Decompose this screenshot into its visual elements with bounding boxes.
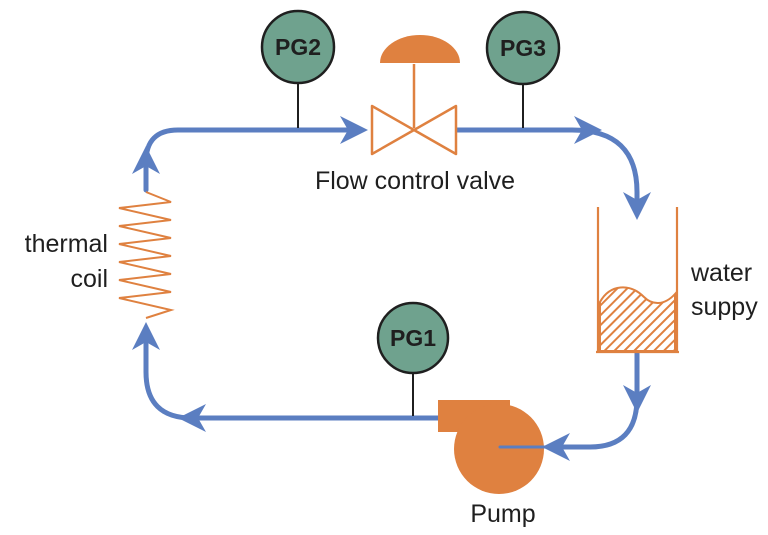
tank-liquid-fill <box>599 286 676 352</box>
flow-arrow-right-into-valve-icon <box>340 116 368 144</box>
pump-label: Pump <box>470 500 535 528</box>
gauge-pg1-dial <box>376 301 450 375</box>
gauge-pg3-dial <box>485 10 561 86</box>
gauge-pg2-dial <box>260 9 336 85</box>
gauge-pg1-label: PG1 <box>390 325 436 351</box>
thermal-coil-symbol <box>118 191 175 319</box>
flow-arrow-up-into-coil-icon <box>132 322 160 350</box>
pipe-right-bottom-run <box>555 349 640 450</box>
valve-actuator-dome <box>380 35 460 63</box>
thermal-coil-label-line1: thermal <box>25 230 108 258</box>
gauge-pg3-label: PG3 <box>500 35 546 61</box>
gauge-pg2-label: PG2 <box>275 34 321 60</box>
valve-right-triangle <box>412 104 458 156</box>
flow-arrow-left-bottom-icon <box>178 404 206 432</box>
valve-label: Flow control valve <box>315 167 515 195</box>
flow-arrow-right-top-corner-icon <box>574 116 602 144</box>
water-supply-label-line1: water <box>690 259 752 287</box>
flow-arrow-up-above-coil-icon <box>132 146 160 174</box>
water-supply-label-line2: suppy <box>691 293 758 321</box>
thermal-coil-label-line2: coil <box>70 265 108 293</box>
pipe-top-right-run <box>452 127 640 211</box>
flow-arrow-left-into-pump-icon <box>542 433 570 461</box>
flow-arrow-down-into-tank-icon <box>623 192 651 220</box>
pump-volute <box>454 404 544 494</box>
valve-left-triangle <box>370 104 416 156</box>
flow-arrow-down-bottom-corner-icon <box>623 385 651 413</box>
